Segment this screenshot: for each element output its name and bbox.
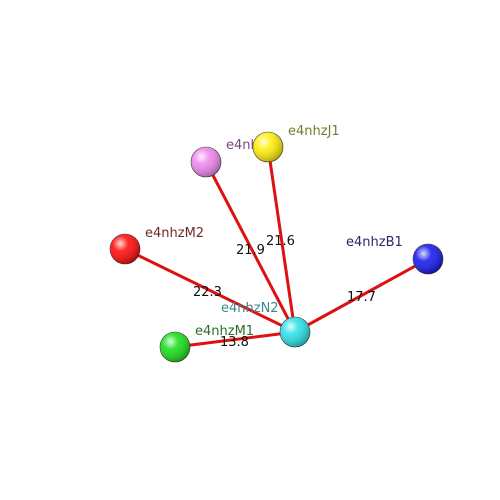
edge-label-n2-j1: 21.6 [266,234,295,249]
node-e4nhzM1: e4nhzM1 [159,324,254,363]
edge-n2-b1 [293,257,430,334]
node-label-e4nhzJ1: e4nhzJ1 [288,124,340,139]
edge-labels: 21.9 21.6 22.3 17.7 13.8 [193,234,376,350]
node-e4nhzN2: e4nhzN2 [221,301,311,348]
node-label-e4nhzB1: e4nhzB1 [346,235,403,250]
edge-n2-i1 [204,160,297,334]
node-label-e4nhzN2: e4nhzN2 [221,301,279,316]
node-e4nhzB1: e4nhzB1 [346,235,444,275]
edge-label-n2-b1: 17.7 [347,290,376,305]
nodes: e4nhzI1 e4nhzJ1 e4nhzM2 e4nhzB1 e4nhzM1 … [109,124,444,363]
node-label-e4nhzM2: e4nhzM2 [145,226,204,241]
edges [123,145,430,349]
edge-label-n2-i1: 21.9 [236,243,265,258]
edge-n2-m1 [173,330,297,349]
edge-label-n2-m2: 22.3 [193,285,222,300]
node-e4nhzJ1: e4nhzJ1 [252,124,340,163]
edge-n2-m2 [123,247,297,334]
node-label-e4nhzM1: e4nhzM1 [195,324,254,339]
edge-n2-j1 [266,145,297,334]
edge-label-n2-m1: 13.8 [220,335,249,350]
node-e4nhzM2: e4nhzM2 [109,226,204,265]
